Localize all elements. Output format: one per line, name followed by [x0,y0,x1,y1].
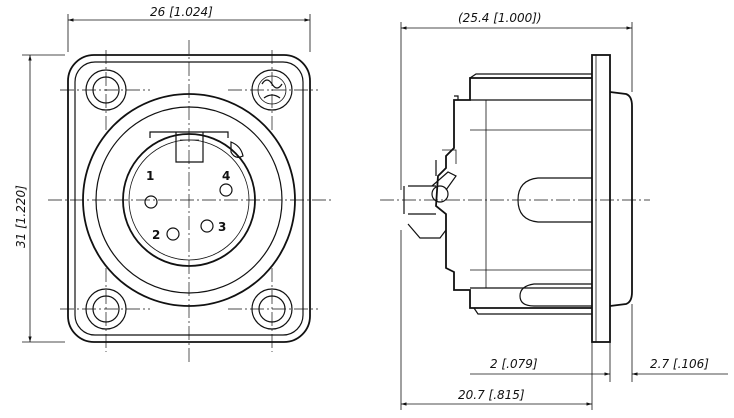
flange-thickness-label: 2 [.079] [490,357,538,371]
front-width-dimension: 26 [1.024] [67,5,311,52]
front-height-label: 31 [1.220] [14,185,28,248]
pin-4-hole [219,183,233,197]
side-view: (25.4 [1.000]) 2 [.079] 2.7 [.106] 20.7 … [380,11,728,410]
side-contact-lower [519,283,592,307]
front-projection-label: 2.7 [.106] [650,357,709,371]
side-flange [591,54,611,343]
side-overall-label: (25.4 [1.000]) [458,11,542,25]
side-flange-dimension: 2 [.079] 2.7 [.106] [470,304,728,410]
side-rear-dimension: 20.7 [.815] [400,230,592,410]
pin-3-label: 3 [218,220,226,234]
front-view: 1 2 3 4 26 [1.024] 31 [1.220] [14,5,332,362]
pin-2-label: 2 [152,228,160,242]
pin-1-hole [144,195,158,209]
side-body [435,77,592,309]
rear-depth-label: 20.7 [.815] [458,388,525,402]
pin-2-hole [166,227,180,241]
side-latch [403,149,457,239]
pin-4-label: 4 [222,169,230,183]
front-flange-outer [67,54,311,343]
front-width-label: 26 [1.024] [150,5,213,19]
side-front-nose [609,91,633,307]
pin-3-hole [200,219,214,233]
front-height-dimension: 31 [1.220] [14,54,65,343]
side-overall-dimension: (25.4 [1.000]) [400,11,633,190]
pin-1-label: 1 [146,169,154,183]
